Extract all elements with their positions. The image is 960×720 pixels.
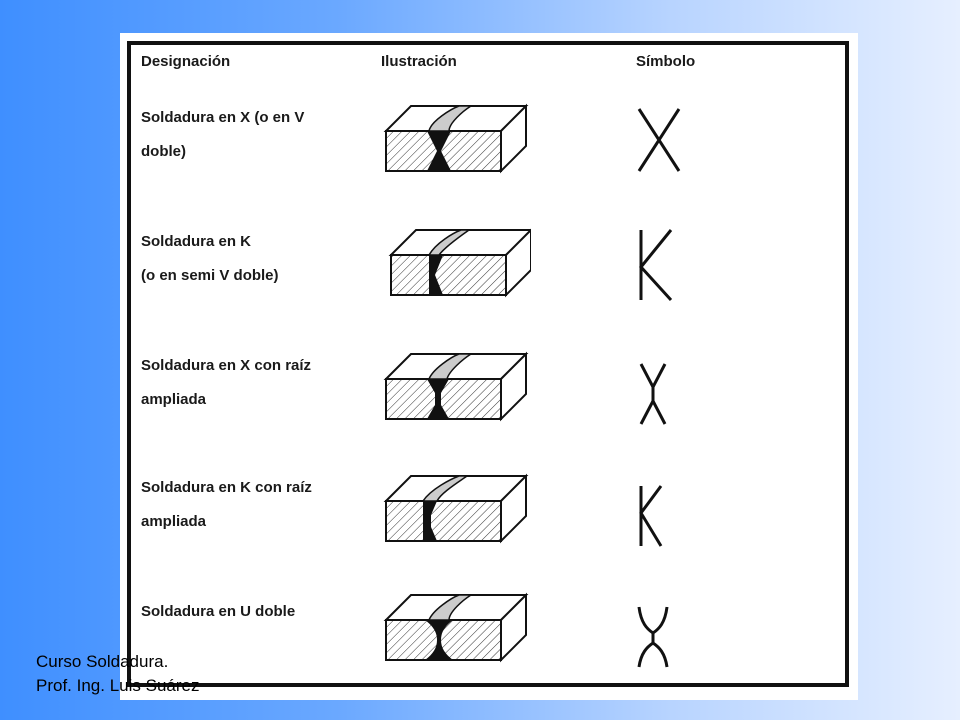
slide-footer: Curso Soldadura. Prof. Ing. Luis Suárez — [36, 650, 199, 698]
k-weld-symbol-icon — [639, 229, 673, 302]
designation-line: ampliada — [141, 513, 207, 530]
x-wide-root-illustration-icon — [383, 351, 529, 422]
designation-line: doble) — [141, 143, 186, 160]
designation-line: Soldadura en X con raíz — [141, 357, 312, 374]
table-row: Soldadura en K (o en semi V doble) — [131, 225, 845, 347]
row-designation: Soldadura en K con raíz ampliada — [141, 471, 371, 539]
double-u-symbol-icon — [637, 606, 669, 668]
table-row: Soldadura en K con raíz ampliada — [131, 471, 845, 593]
designation-line: Soldadura en U doble — [141, 603, 296, 620]
row-designation: Soldadura en U doble — [141, 595, 371, 629]
k-weld-illustration-icon — [388, 228, 531, 298]
weld-table: Designación Ilustración Símbolo Soldadur… — [127, 41, 849, 687]
k-wide-root-symbol-icon — [639, 485, 663, 547]
x-weld-illustration-icon — [383, 103, 529, 174]
footer-author: Prof. Ing. Luis Suárez — [36, 676, 200, 695]
designation-line: (o en semi V doble) — [141, 267, 279, 284]
row-designation: Soldadura en X con raíz ampliada — [141, 349, 371, 417]
table-row: Soldadura en U doble — [131, 592, 845, 717]
x-wide-root-symbol-icon — [639, 363, 667, 425]
designation-line: Soldadura en X (o en V — [141, 109, 305, 126]
row-designation: Soldadura en X (o en V doble) — [141, 101, 371, 169]
row-designation: Soldadura en K (o en semi V doble) — [141, 225, 371, 293]
designation-line: ampliada — [141, 391, 207, 408]
header-symbol: Símbolo — [636, 53, 696, 70]
k-wide-root-illustration-icon — [383, 473, 529, 544]
designation-line: Soldadura en K — [141, 233, 252, 250]
double-u-illustration-icon — [383, 592, 529, 663]
header-illustration: Ilustración — [381, 53, 457, 70]
slide-panel: Designación Ilustración Símbolo Soldadur… — [120, 33, 858, 700]
table-row: Soldadura en X con raíz ampliada — [131, 349, 845, 471]
x-weld-symbol-icon — [637, 108, 681, 172]
designation-line: Soldadura en K con raíz — [141, 479, 312, 496]
table-row: Soldadura en X (o en V doble) — [131, 101, 845, 223]
header-designation: Designación — [141, 53, 231, 70]
footer-course: Curso Soldadura. — [36, 652, 169, 671]
